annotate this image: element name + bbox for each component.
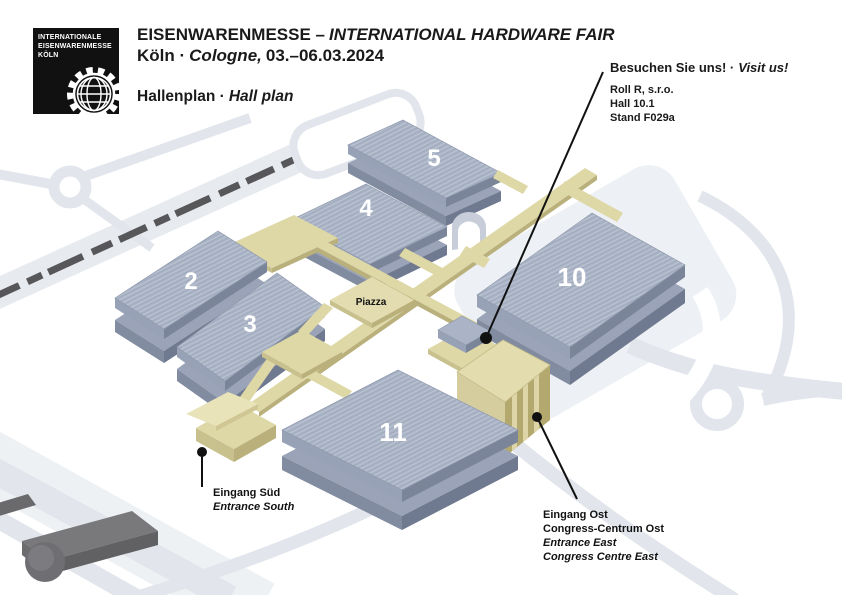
hall-10 (476, 212, 686, 385)
entrance-south-label-en: Entrance South (213, 501, 295, 513)
exhibitor-stand: Stand F029a (610, 112, 675, 124)
visit-us-de: Besuchen Sie uns! · (610, 60, 735, 75)
cross-walkway (317, 242, 502, 341)
entrance-south-label-de: Eingang Süd (213, 487, 280, 499)
stand-callout-line (485, 71, 604, 339)
walkways (240, 168, 623, 417)
hall-11 (281, 369, 519, 530)
city-de: Köln · (137, 46, 186, 65)
piazza-square (330, 277, 414, 323)
piazza-label: Piazza (356, 297, 387, 308)
entrance-south-building (186, 392, 276, 462)
hall-4-label: 4 (359, 195, 373, 222)
fair-logo-text: INTERNATIONALE EISENWARENMESSE KÖLN (38, 32, 112, 59)
fair-dates: 03.–06.03.2024 (265, 46, 385, 65)
hall-connector-arch (451, 211, 486, 250)
visit-us-block: Besuchen Sie uns! ·Visit us! Roll R, s.r… (610, 60, 788, 125)
gear-globe-icon (67, 67, 119, 114)
exhibitor-name: Roll R, s.r.o. (610, 84, 674, 96)
hall-10-label: 10 (558, 262, 587, 292)
fair-title-en: INTERNATIONAL HARDWARE FAIR (329, 25, 615, 44)
entrance-east-label-1: Eingang Ost (543, 509, 608, 521)
roundabout (48, 165, 92, 209)
walkway-pad (262, 330, 342, 374)
hall-5-label: 5 (427, 145, 440, 172)
fair-title: EISENWARENMESSE –INTERNATIONAL HARDWARE … (137, 24, 615, 45)
callouts (197, 71, 604, 500)
city-en: Cologne, (189, 46, 262, 65)
plan-title-en: Hall plan (228, 88, 294, 105)
header-titles: EISENWARENMESSE –INTERNATIONAL HARDWARE … (137, 24, 615, 106)
hall-2-label: 2 (184, 268, 197, 295)
entrance-east-label-2: Congress-Centrum Ost (543, 523, 664, 535)
station-building (0, 494, 158, 582)
interchange-loop (690, 377, 744, 431)
exhibitor-hall: Hall 10.1 (610, 98, 655, 110)
fair-logo: INTERNATIONALE EISENWARENMESSE KÖLN (33, 28, 119, 114)
entrance-east-label-4: Congress Centre East (543, 551, 659, 563)
stand-callout-dot (480, 332, 492, 344)
entrance-east-callout-dot (532, 412, 542, 422)
plan-title-de: Hallenplan · (137, 88, 225, 105)
fair-title-de: EISENWARENMESSE – (137, 25, 325, 44)
fair-city-date: Köln ·Cologne,03.–06.03.2024 (137, 45, 615, 66)
visit-us-en: Visit us! (738, 60, 789, 75)
hall-3-label: 3 (243, 311, 256, 338)
visit-us-headline: Besuchen Sie uns! ·Visit us! (610, 60, 788, 75)
plan-title: Hallenplan ·Hall plan (137, 88, 615, 106)
entrance-south-callout-dot (197, 447, 207, 457)
map-labels: 2 3 4 5 10 11 Piazza Eingang Süd Entranc… (184, 145, 664, 563)
entrance-east-label-3: Entrance East (543, 537, 618, 549)
entrance-east-callout-line (536, 416, 578, 500)
hall-11-label: 11 (379, 417, 407, 447)
